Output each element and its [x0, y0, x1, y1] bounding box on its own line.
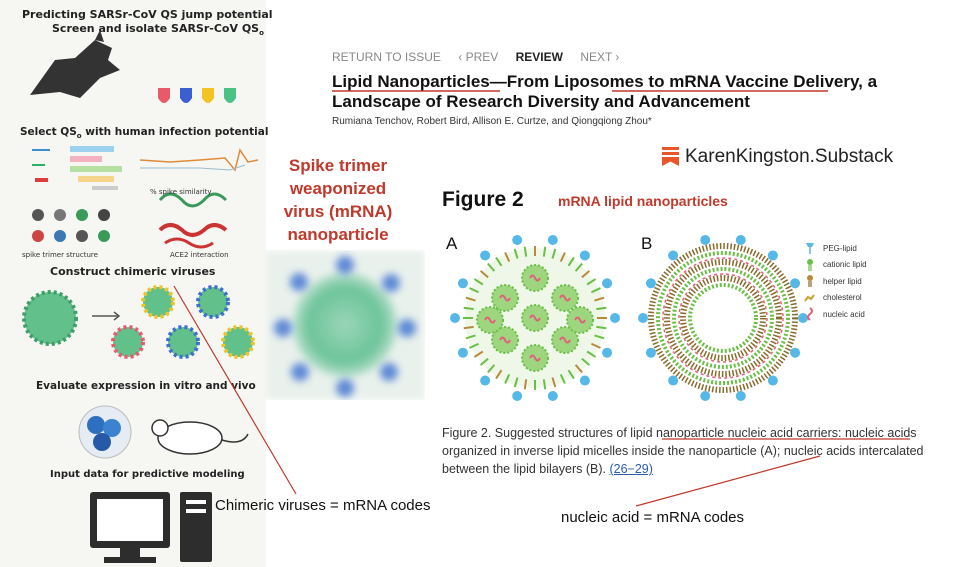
helper-lipid-icon [807, 275, 813, 288]
step-evaluate-heading: Evaluate expression in vitro and vivo [36, 380, 256, 392]
step-input-heading: Input data for predictive modeling [50, 469, 245, 480]
similarity-plot-icon [139, 148, 259, 172]
chimeric-virus-icons [22, 285, 255, 359]
nanoparticle-a-illustration [450, 235, 620, 401]
panel-a-label: A [446, 234, 458, 253]
article-title: Lipid Nanoparticles—From Liposomes to mR… [332, 72, 878, 111]
panel-b-label: B [641, 234, 653, 253]
figure-legend: PEG-lipid cationic lipid helper lipid ch… [803, 240, 867, 323]
left-infographic-panel: Predicting SARSr-CoV QS jump potential S… [0, 0, 273, 567]
legend-item-peg-lipid: PEG-lipid [803, 240, 867, 257]
next-link[interactable]: NEXT › [580, 50, 620, 64]
figure-subtitle: mRNA lipid nanoparticles [558, 193, 728, 209]
legend-item-cholesterol: cholesterol [803, 290, 867, 307]
infographic-illustrations [22, 30, 259, 563]
infographic-title-line2: Screen and isolate SARSr-CoV QSo [52, 22, 264, 38]
legend-item-helper-lipid: helper lipid [803, 273, 867, 290]
spike-trimer-label: spike trimer structure [22, 251, 98, 259]
review-label: REVIEW [515, 50, 563, 64]
article-nav: RETURN TO ISSUE ‹ PREV REVIEW NEXT › [332, 50, 633, 64]
bat-icon [30, 40, 120, 98]
substack-watermark: KarenKingston.Substack [685, 146, 894, 167]
sample-tubes-icon [158, 88, 236, 103]
article-authors: Rumiana Tenchov, Robert Bird, Allison E.… [332, 116, 652, 127]
step-select-heading: Select QSo with human infection potentia… [20, 126, 269, 141]
step-construct-heading: Construct chimeric viruses [50, 265, 216, 278]
prev-link[interactable]: ‹ PREV [458, 50, 499, 64]
nanoparticle-b-illustration [638, 235, 808, 401]
figure-title: Figure 2 [442, 188, 524, 211]
spike-trimer-icon [32, 209, 110, 242]
legend-item-cationic-lipid: cationic lipid [803, 257, 867, 274]
figure-caption: Figure 2. Suggested structures of lipid … [442, 424, 942, 478]
nucleic-annotation: nucleic acid = mRNA codes [561, 509, 745, 526]
nucleic-acid-icon [807, 307, 813, 322]
spike-similarity-label: % spike similarity [150, 188, 212, 196]
return-to-issue-link[interactable]: RETURN TO ISSUE [332, 50, 441, 64]
substack-logo-icon [662, 147, 679, 166]
legend-item-nucleic-acid: nucleic acid [803, 306, 867, 323]
peg-lipid-icon [806, 243, 814, 255]
cells-icon [78, 405, 132, 459]
cholesterol-icon [804, 294, 815, 302]
mouse-icon [151, 419, 249, 455]
ace2-structure-icon [158, 192, 228, 249]
caption-reference-link[interactable]: (26−29) [609, 462, 653, 476]
ace2-label: ACE2 interaction [170, 251, 229, 259]
spike-label-line2: weaponized [289, 179, 387, 198]
cationic-lipid-icon [807, 258, 813, 271]
enlarged-virus-image [265, 250, 425, 400]
spike-trimer-annotation: Spike trimer weaponized virus (mRNA) nan… [276, 154, 400, 246]
spike-label-line4: nanoparticle [287, 225, 389, 244]
caption-text: Figure 2. Suggested structures of lipid … [442, 426, 924, 476]
spike-label-line3: virus (mRNA) [283, 202, 393, 221]
chimeric-annotation: Chimeric viruses = mRNA codes [215, 497, 431, 514]
spike-label-line1: Spike trimer [288, 156, 388, 175]
computer-icon [90, 492, 212, 563]
phylogeny-icon [32, 146, 122, 190]
infographic-title-line1: Predicting SARSr-CoV QS jump potential [22, 8, 273, 21]
